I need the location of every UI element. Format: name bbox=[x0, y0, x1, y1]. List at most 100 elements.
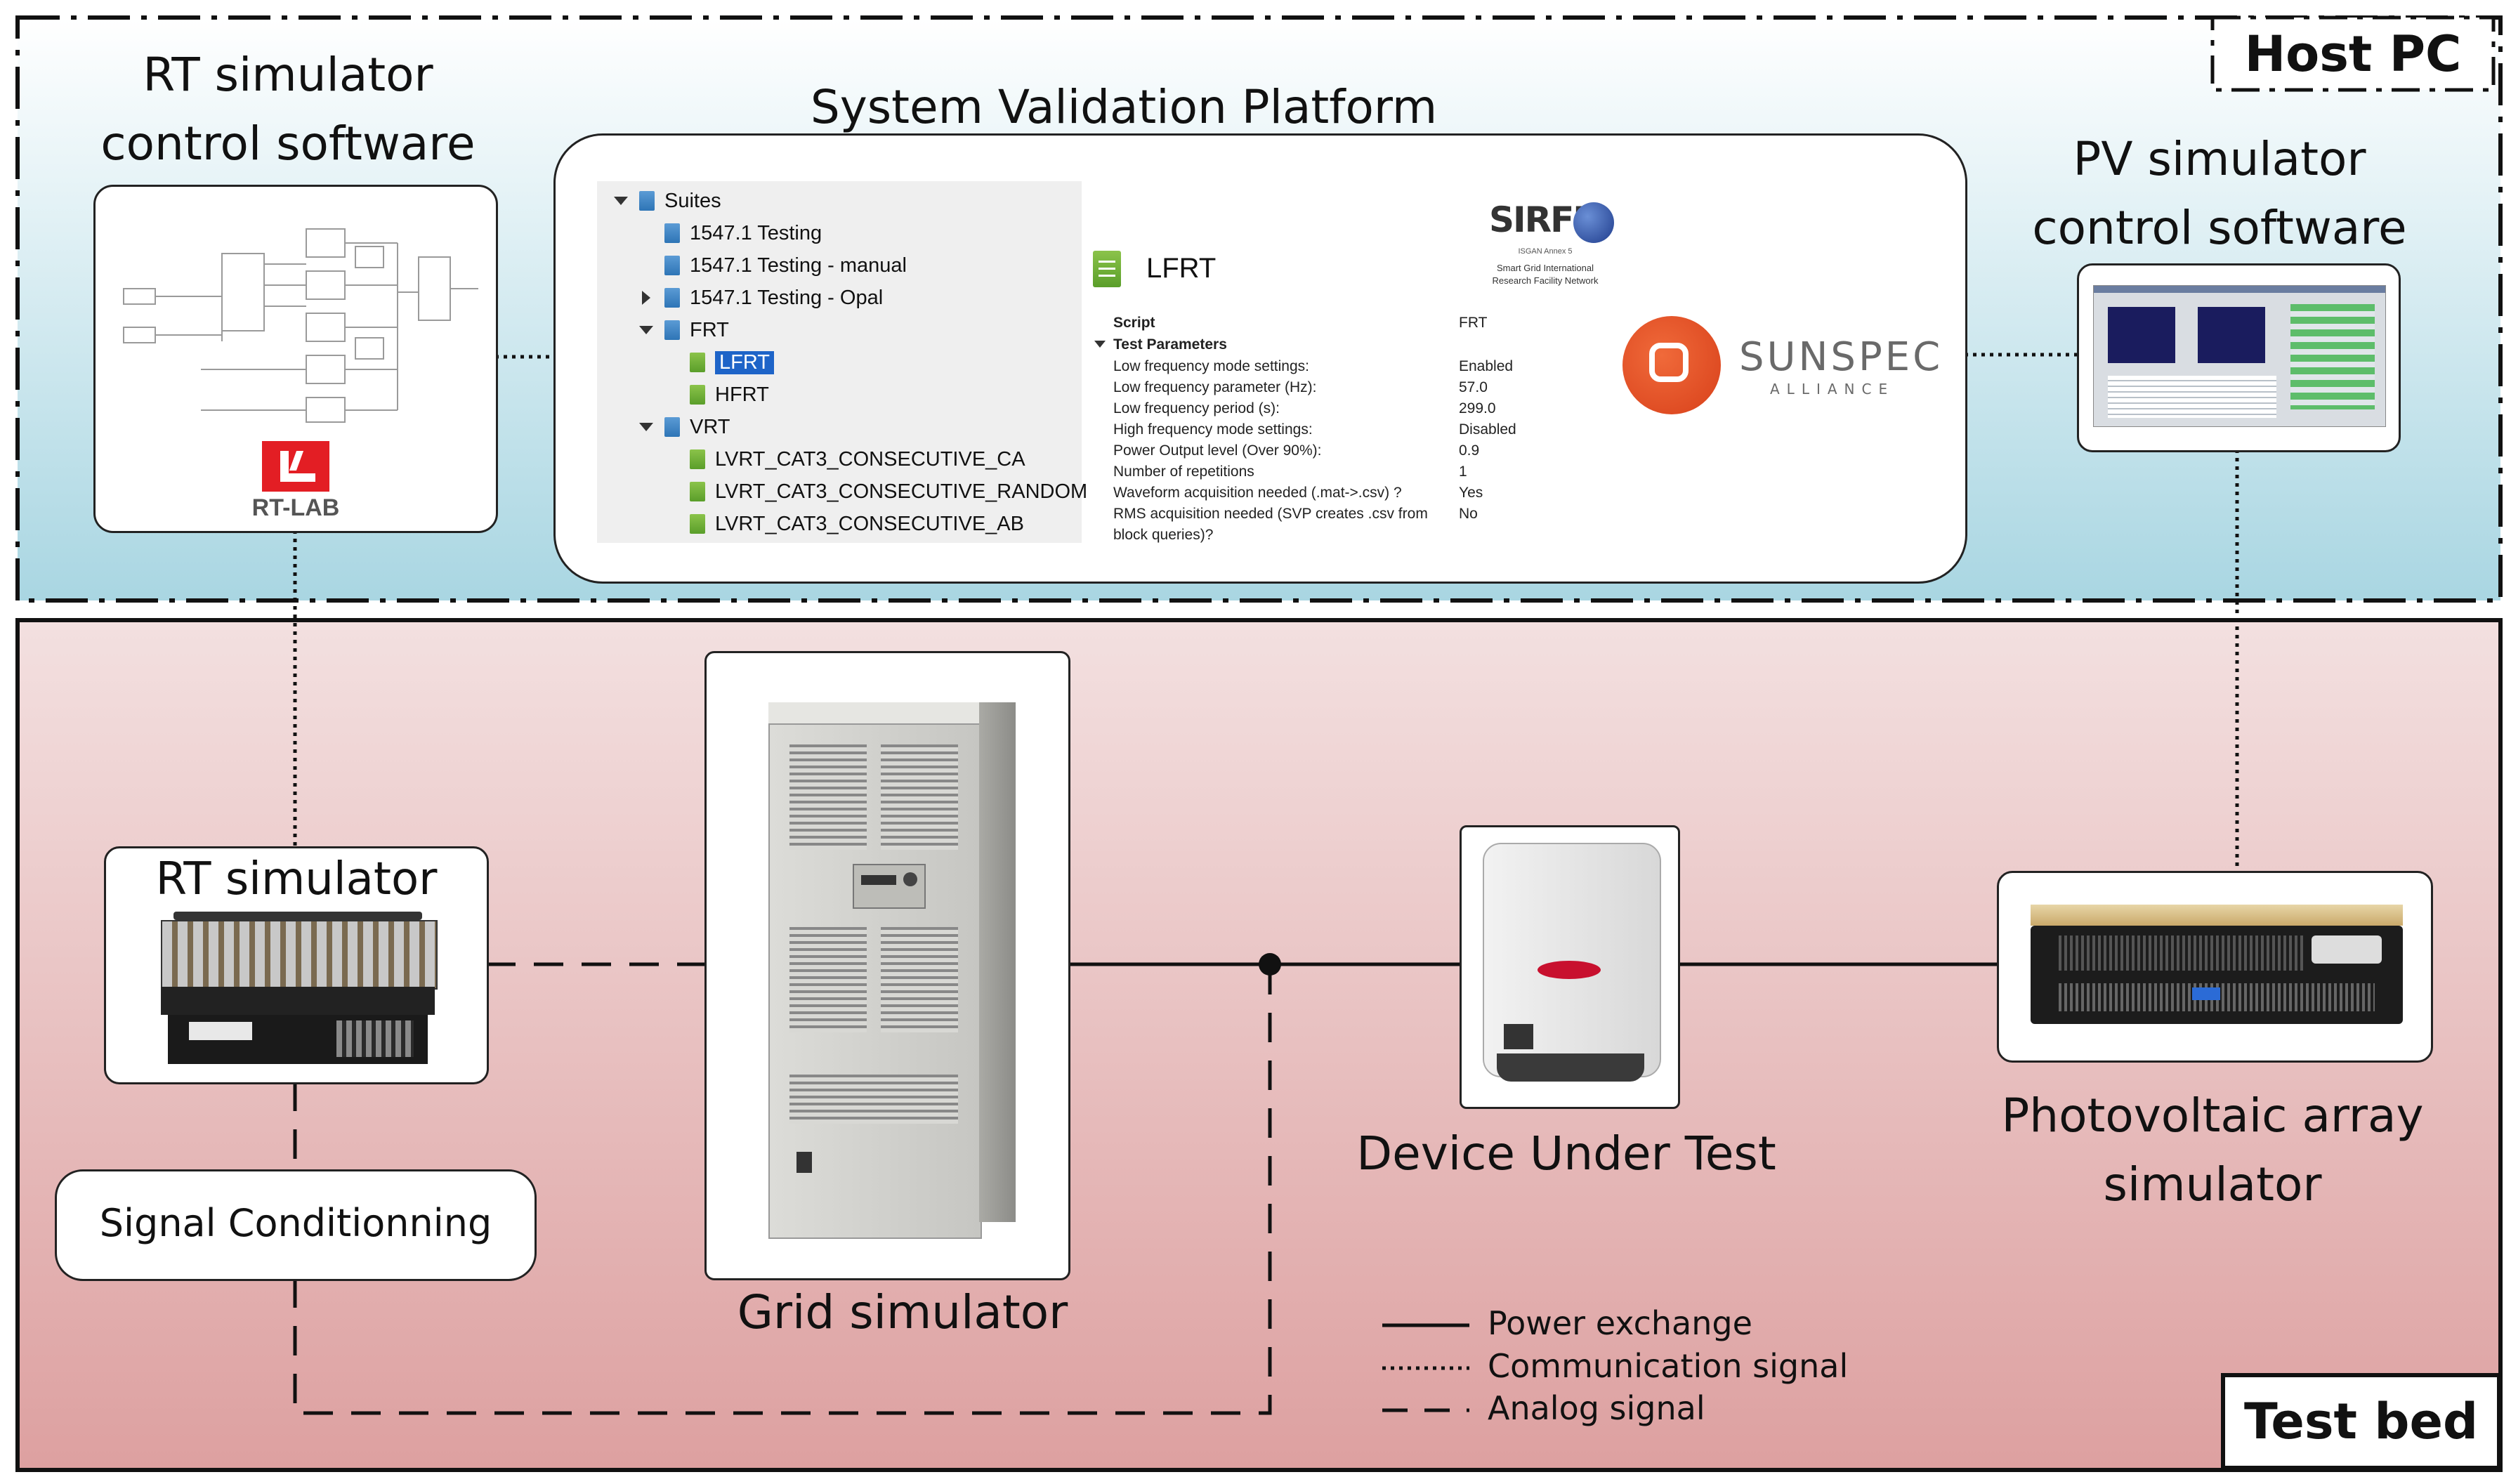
pv-pv-curve-plot bbox=[2198, 307, 2265, 363]
param-value[interactable]: 299.0 bbox=[1459, 400, 1496, 416]
suite-folder-icon bbox=[664, 288, 680, 308]
suite-folder-icon bbox=[664, 320, 680, 340]
param-value[interactable]: Enabled bbox=[1459, 358, 1514, 374]
rt-control-software-box: RT-LAB bbox=[93, 185, 498, 533]
opal-rt-simulator-image bbox=[161, 912, 438, 1066]
expanded-caret-icon[interactable] bbox=[638, 419, 653, 435]
tree-item[interactable]: 1547.1 Testing bbox=[638, 219, 822, 247]
legend-swatches bbox=[1382, 1323, 1469, 1412]
spacer bbox=[663, 387, 678, 402]
rt-lab-logo-text: RT-LAB bbox=[251, 494, 340, 521]
pv-iv-curve-plot bbox=[2108, 307, 2175, 363]
tree-item[interactable]: 1547.1 Testing - Opal bbox=[638, 284, 883, 312]
tree-item-label: LVRT_CAT3_CONSECUTIVE_RANDOM bbox=[715, 480, 1088, 503]
param-name: Low frequency period (s): bbox=[1113, 400, 1280, 416]
param-name: RMS acquisition needed (SVP creates .csv… bbox=[1113, 506, 1428, 522]
param-value[interactable]: 0.9 bbox=[1459, 442, 1480, 459]
dut-title: Device Under Test bbox=[1356, 1127, 1776, 1181]
collapsed-caret-icon[interactable] bbox=[638, 290, 653, 306]
tree-item[interactable]: HFRT bbox=[663, 381, 769, 409]
svp-script-value: FRT bbox=[1459, 315, 1488, 331]
param-name: High frequency mode settings: bbox=[1113, 421, 1313, 438]
param-value[interactable]: Disabled bbox=[1459, 421, 1516, 438]
svp-detail-doc-icon bbox=[1093, 251, 1121, 287]
tree-item[interactable]: 1547.1 Testing - manual bbox=[638, 251, 907, 280]
tree-item-label: LFRT bbox=[715, 350, 774, 374]
pv-array-simulator-image bbox=[2031, 905, 2403, 1027]
tree-item[interactable]: VRT bbox=[638, 413, 730, 441]
expanded-caret-icon[interactable] bbox=[612, 193, 628, 209]
tree-item[interactable]: FRT bbox=[638, 316, 729, 344]
svp-script-label: Script bbox=[1113, 315, 1155, 331]
signal-conditioning-box: Signal Conditionning bbox=[55, 1169, 537, 1281]
test-script-icon bbox=[690, 514, 705, 534]
tree-item[interactable]: LVRT_CAT3_CONSECUTIVE_AB bbox=[663, 510, 1024, 538]
param-value[interactable]: Yes bbox=[1459, 485, 1483, 501]
params-collapse-icon[interactable] bbox=[1094, 341, 1106, 348]
param-name: Low frequency mode settings: bbox=[1113, 358, 1309, 374]
param-name: Waveform acquisition needed (.mat->.csv)… bbox=[1113, 485, 1402, 501]
param-value[interactable]: 1 bbox=[1459, 464, 1467, 480]
pv-array-simulator-title: Photovoltaic array simulator bbox=[2001, 1089, 2424, 1212]
svp-title: System Validation Platform bbox=[810, 80, 1438, 134]
tree-item[interactable]: LVRT_CAT3_CONSECUTIVE_RANDOM bbox=[663, 478, 1087, 506]
sunspec-logo-subtext: ALLIANCE bbox=[1770, 381, 1895, 398]
rt-control-software-title: RT simulator control software bbox=[100, 48, 476, 171]
tree-item-label: HFRT bbox=[715, 383, 769, 406]
test-script-icon bbox=[690, 449, 705, 469]
pv-control-software-title: PV simulator control software bbox=[2032, 132, 2407, 255]
param-value[interactable]: 57.0 bbox=[1459, 379, 1488, 395]
dut-box bbox=[1460, 825, 1680, 1109]
fronius-logo bbox=[1538, 961, 1601, 979]
param-value[interactable]: No bbox=[1459, 506, 1478, 522]
legend-label-analog: Analog signal bbox=[1488, 1389, 1705, 1427]
test-bed-label-box bbox=[2221, 1373, 2501, 1470]
svp-suite-tree: Suites 1547.1 Testing 1547.1 Testing - man… bbox=[597, 181, 1087, 543]
spacer bbox=[663, 516, 678, 532]
pv-control-software-box bbox=[2077, 263, 2401, 452]
expanded-caret-icon[interactable] bbox=[638, 322, 653, 338]
simulink-model-thumbnail bbox=[123, 228, 478, 423]
sunspec-logo-text: SUNSPEC bbox=[1739, 334, 1943, 380]
svp-detail-heading: LFRT bbox=[1146, 253, 1217, 284]
test-script-icon bbox=[690, 385, 705, 405]
spacer bbox=[638, 258, 653, 273]
tree-item-label: LVRT_CAT3_CONSECUTIVE_CA bbox=[715, 447, 1025, 471]
tree-item[interactable]: LVRT_CAT3_CONSECUTIVE_CA bbox=[663, 445, 1025, 473]
spacer bbox=[663, 484, 678, 499]
grid-simulator-box bbox=[704, 651, 1070, 1280]
tree-item-label: VRT bbox=[690, 415, 730, 438]
sunspec-logo-icon bbox=[1622, 316, 1721, 414]
grid-simulator-control-panel bbox=[853, 864, 926, 909]
svp-params-heading: Test Parameters bbox=[1113, 336, 1227, 353]
suite-folder-icon bbox=[639, 191, 655, 211]
tree-item[interactable]: LFRT bbox=[663, 348, 774, 376]
param-name: Number of repetitions bbox=[1113, 464, 1254, 480]
tree-item-label: 1547.1 Testing - Opal bbox=[690, 286, 884, 309]
pv-software-screenshot bbox=[2093, 285, 2386, 427]
pv-array-simulator-box bbox=[1997, 871, 2433, 1063]
spacer bbox=[663, 452, 678, 467]
rt-lab-logo bbox=[262, 441, 329, 492]
tree-item-label: 1547.1 Testing bbox=[690, 221, 822, 244]
legend-label-power: Power exchange bbox=[1488, 1304, 1752, 1342]
host-pc-label-box bbox=[2210, 15, 2496, 92]
signal-conditioning-label: Signal Conditionning bbox=[99, 1201, 492, 1245]
tree-item-label: Suites bbox=[664, 189, 721, 212]
tree-item-label: FRT bbox=[690, 318, 729, 341]
grid-simulator-cabinet-image bbox=[768, 702, 1016, 1239]
sirfn-logo: SIRFN ISGAN Annex 5 Smart Grid Internati… bbox=[1475, 197, 1630, 295]
analog-link-conditioning-to-measurement bbox=[293, 964, 1272, 1415]
suite-folder-icon bbox=[664, 256, 680, 275]
param-name: Power Output level (Over 90%): bbox=[1113, 442, 1322, 459]
rt-simulator-box: RT simulator bbox=[104, 846, 489, 1084]
rt-simulator-title: RT simulator bbox=[155, 853, 438, 905]
spacer bbox=[663, 355, 678, 370]
test-script-icon bbox=[690, 353, 705, 372]
tree-item[interactable]: Suites bbox=[612, 187, 721, 215]
legend-label-communication: Communication signal bbox=[1488, 1347, 1849, 1385]
host-pc-label: Host PC bbox=[2244, 25, 2462, 83]
grid-simulator-title: Grid simulator bbox=[737, 1285, 1068, 1339]
